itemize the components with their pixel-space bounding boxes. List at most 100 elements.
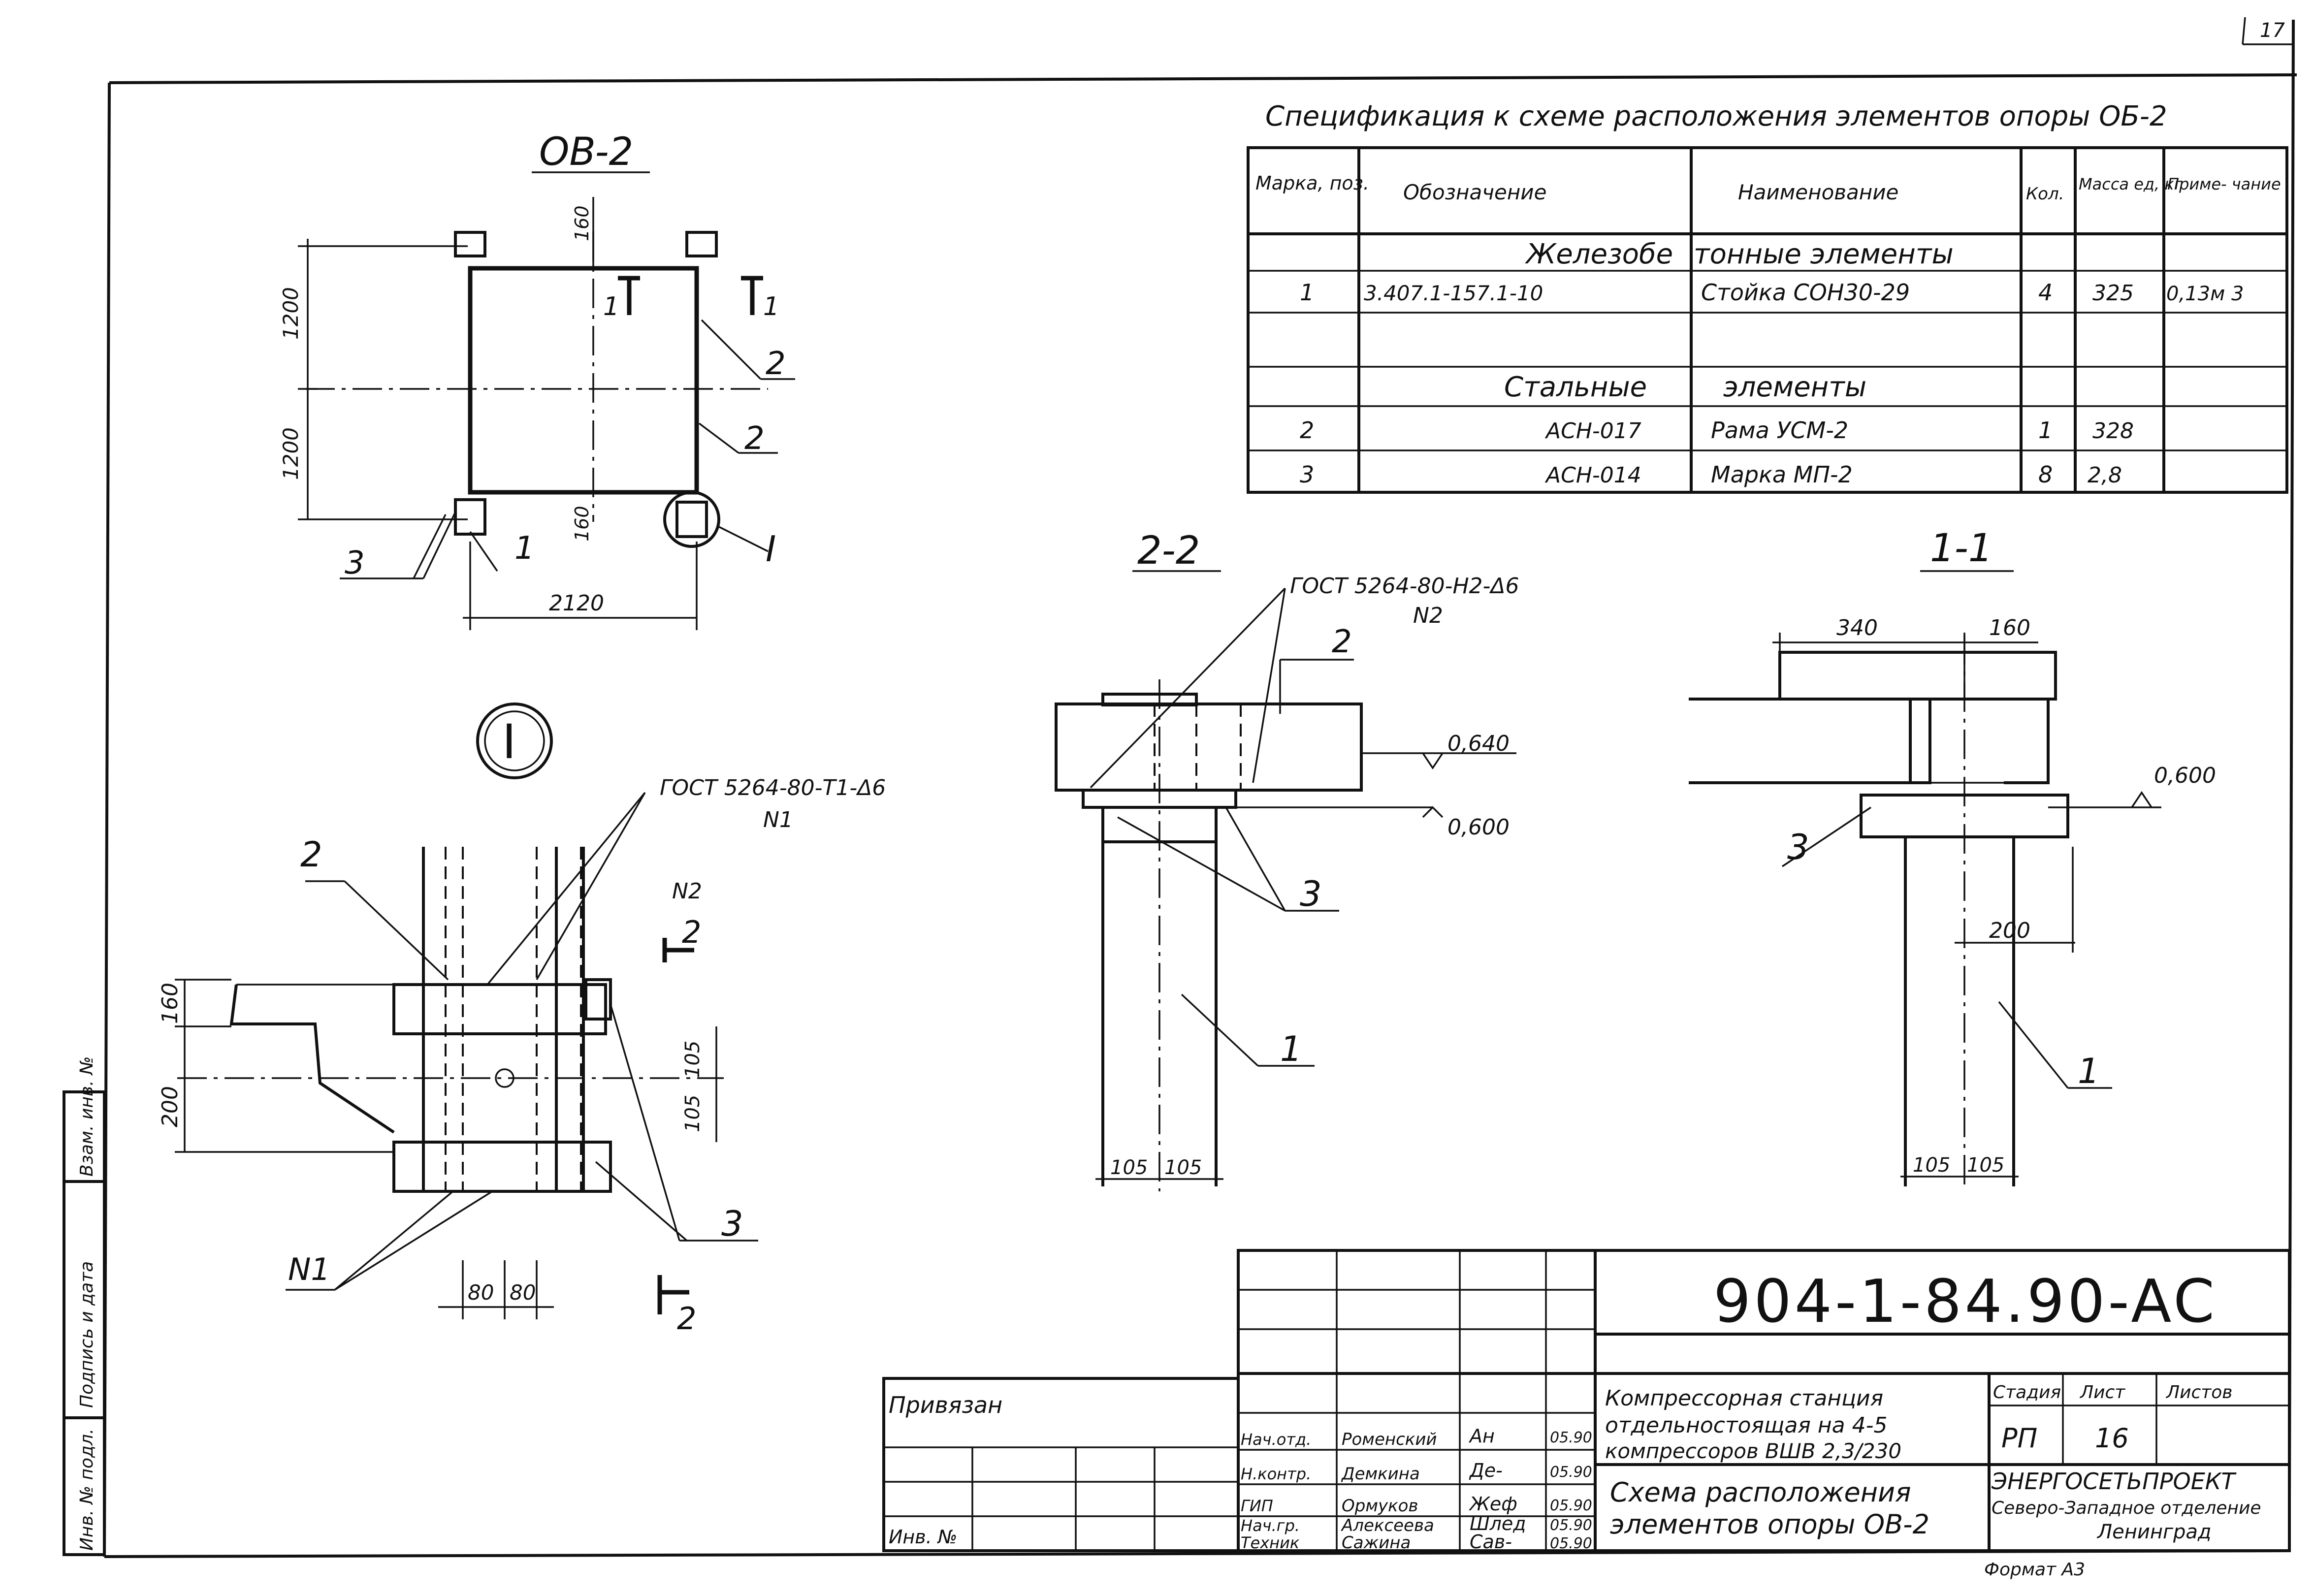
spec-row3-mass: 2,8 [2088, 463, 2122, 488]
tb-role-4: Техник [1241, 1533, 1300, 1552]
detail-I-weld-label: ГОСТ 5264-80-Т1-Δ6 [660, 775, 886, 800]
spec-row1-code: 3.407.1-157.1-10 [1364, 281, 1543, 305]
tb-org-2: Ленинград [2096, 1521, 2212, 1543]
spec-row3-qty: 8 [2038, 461, 2053, 488]
plan-callout-3: 3 [345, 545, 365, 581]
section-1-1-dim-105b: 105 [1967, 1154, 2004, 1177]
section-2-2-callout-2: 2 [1332, 624, 1352, 660]
plan-dim-1200-top: 1200 [279, 287, 303, 340]
plan-view: OB-2 1200 1200 160 160 2120 1 1 [279, 130, 795, 630]
plan-dim-160-top: 160 [571, 205, 593, 241]
detail-I-weld-n1: N1 [763, 807, 793, 832]
section-1-1: 1-1 340 160 0,600 200 3 1 105 105 [1689, 526, 2216, 1191]
tb-privyazan: Привязан [889, 1392, 1002, 1418]
spec-row2-qty: 1 [2038, 417, 2053, 444]
detail-callout-3: 3 [721, 1204, 743, 1244]
plan-title: OB-2 [539, 130, 633, 174]
tb-sheet-title-0: Схема расположения [1610, 1477, 1911, 1508]
plan-section-1-right: 1 [763, 292, 779, 321]
tb-project-0: Компрессорная станция [1605, 1386, 1883, 1411]
title-block: Привязан Инв. № 904-1-84.90-AC Нач.отд. … [882, 1249, 2291, 1580]
tb-stage-label: Стадия [1993, 1382, 2061, 1403]
spec-row2-code: АСН-017 [1544, 418, 1641, 444]
section-1-1-dim-105a: 105 [1913, 1154, 1950, 1177]
tb-sheets-label: Листов [2165, 1382, 2232, 1403]
section-2-2-level-bottom: 0,600 [1447, 815, 1510, 840]
spec-header-note: Приме- чание [2167, 175, 2281, 193]
tb-stage: РП [2001, 1423, 2037, 1454]
spec-row3-name: Марка МП-2 [1711, 461, 1853, 488]
section-2-2-title: 2-2 [1137, 529, 1200, 573]
detail-dim-160: 160 [158, 983, 183, 1024]
tb-date-2: 05.90 [1550, 1497, 1592, 1514]
section-1-1-dim-160: 160 [1989, 615, 2030, 640]
spec-row3-pos: 3 [1300, 461, 1314, 488]
tb-inv-no: Инв. № [889, 1526, 957, 1548]
spec-row1-mass: 325 [2092, 281, 2134, 306]
spec-group-steel-a: Стальные [1504, 371, 1647, 403]
tb-format: Формат А3 [1984, 1560, 2085, 1580]
detail-dim-200: 200 [158, 1086, 183, 1127]
page-number: 17 [2260, 19, 2285, 42]
detail-dim-80b: 80 [510, 1280, 536, 1305]
section-2-2: 2-2 ГОСТ 5264-80-Н2-Δ6 N2 2 0,640 0,600 … [1055, 529, 1519, 1191]
spec-header-mark: Марка, поз. [1255, 172, 1369, 194]
detail-dim-105b: 105 [681, 1095, 704, 1132]
tb-sheet-title-1: элементов опоры ОВ-2 [1610, 1509, 1929, 1540]
spec-header-name: Наименование [1738, 180, 1898, 204]
section-2-2-weld-n2: N2 [1413, 603, 1443, 628]
tb-role-3: Нач.гр. [1241, 1516, 1300, 1535]
tb-date-0: 05.90 [1550, 1429, 1592, 1446]
spec-header-qty: Кол. [2026, 184, 2064, 204]
section-1-1-callout-1: 1 [2078, 1051, 2100, 1091]
plan-dim-1200-bottom: 1200 [279, 427, 303, 480]
detail-dim-105a: 105 [681, 1041, 704, 1078]
plan-callout-2a: 2 [766, 346, 786, 382]
spec-group-concrete-b: тонные элементы [1694, 238, 1954, 270]
section-2-2-callout-3: 3 [1300, 874, 1322, 914]
spec-group-concrete-a: Железобе [1525, 238, 1673, 270]
spec-title: Спецификация к схеме расположения элемен… [1265, 100, 2167, 132]
tb-name-4: Сажина [1342, 1533, 1411, 1553]
spec-group-steel-b: элементы [1723, 371, 1866, 403]
tb-date-4: 05.90 [1550, 1535, 1592, 1552]
section-2-2-dim-105a: 105 [1110, 1156, 1148, 1179]
plan-dim-2120: 2120 [549, 591, 604, 616]
tb-role-2: ГИП [1241, 1497, 1273, 1515]
plan-detail-mark: I [766, 528, 776, 570]
section-1-1-callout-3: 3 [1787, 827, 1809, 867]
spec-row1-note: 0,13м 3 [2166, 283, 2244, 305]
tb-sheet-label: Лист [2079, 1382, 2125, 1403]
plan-callout-2b: 2 [744, 420, 765, 457]
section-1-1-level: 0,600 [2154, 763, 2216, 788]
detail-I-weld-n2: N2 [672, 879, 702, 904]
spec-header-code: Обозначение [1403, 180, 1546, 204]
section-2-2-callout-1: 1 [1280, 1029, 1302, 1069]
strip-label-vzam-inv: Взам. инв. № [77, 1056, 97, 1177]
tb-signature-4: Сав- [1470, 1531, 1512, 1553]
tb-sheet: 16 [2095, 1423, 2129, 1454]
strip-label-signature-date: Подпись и дата [77, 1261, 97, 1408]
tb-signature-2: Жеф [1469, 1493, 1517, 1515]
spec-row2-pos: 2 [1300, 417, 1314, 444]
detail-I-view: I ГОСТ 5264-80-Т1-Δ6 N1 N2 160 200 105 1… [158, 702, 886, 1337]
drawing-number: 904-1-84.90-AC [1713, 1268, 2218, 1336]
spec-row2-name: Рама УСМ-2 [1711, 417, 1848, 444]
tb-org-1: Северо-Западное отделение [1992, 1498, 2261, 1518]
tb-signature-1: Де- [1469, 1460, 1503, 1481]
tb-name-0: Роменский [1342, 1430, 1437, 1449]
spec-row1-name: Стойка СОН30-29 [1701, 279, 1910, 306]
section-1-1-dim-340: 340 [1836, 615, 1878, 640]
tb-name-1: Демкина [1341, 1464, 1420, 1484]
section-2-2-level-top: 0,640 [1447, 731, 1510, 756]
detail-callout-n1: N1 [288, 1251, 330, 1287]
tb-name-3: Алексеева [1341, 1516, 1434, 1535]
plan-dim-160-bottom: 160 [571, 506, 593, 542]
section-1-1-title: 1-1 [1930, 526, 1993, 571]
spec-row1-qty: 4 [2038, 279, 2053, 306]
detail-callout-2: 2 [300, 834, 322, 875]
tb-role-1: Н.контр. [1241, 1465, 1311, 1483]
spec-row1-pos: 1 [1300, 279, 1314, 306]
tb-signature-0: Ан [1468, 1425, 1495, 1447]
